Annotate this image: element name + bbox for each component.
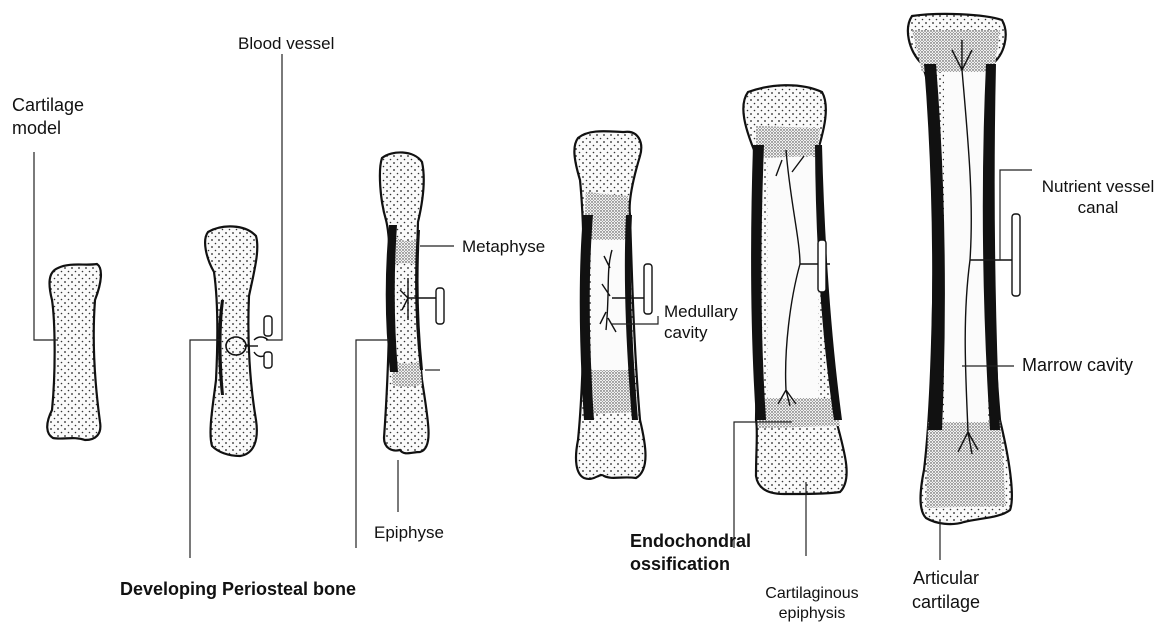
bone-6-articular-cartilage	[908, 14, 1020, 524]
bone-2-periosteal-collar	[205, 226, 272, 456]
bone-4-medullary-cavity	[574, 131, 652, 479]
label-metaphyse: Metaphyse	[462, 236, 545, 257]
leader-blood-vessel	[266, 54, 282, 340]
bone-5-cartilaginous-epiphysis	[743, 85, 846, 494]
label-marrow-cavity: Marrow cavity	[1022, 355, 1133, 376]
bone-3-metaphyse	[380, 152, 444, 453]
label-blood-vessel: Blood vessel	[238, 33, 334, 54]
leader-lines	[34, 54, 1032, 560]
caption-developing-periosteal-bone: Developing Periosteal bone	[120, 578, 356, 601]
bone-1-cartilage-model	[47, 264, 101, 440]
label-epiphyse: Epiphyse	[374, 522, 444, 543]
